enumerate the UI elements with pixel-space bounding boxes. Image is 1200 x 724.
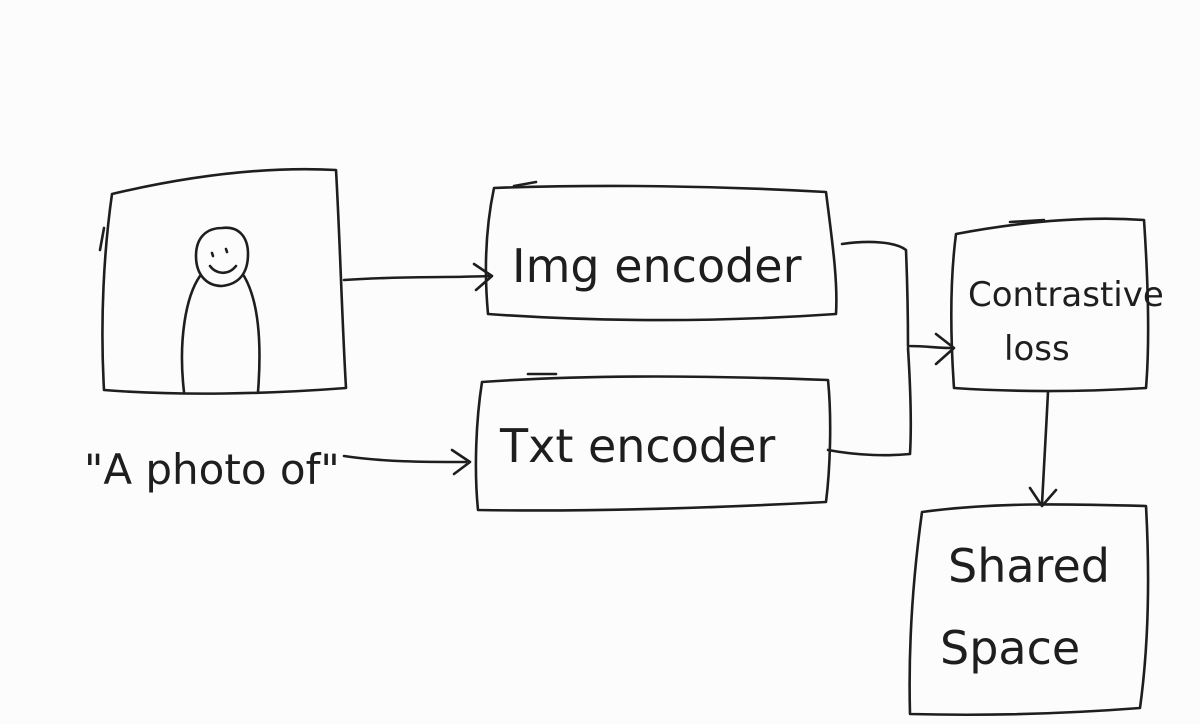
- image-input-box-tick: [98, 226, 106, 252]
- arrowhead-icon: [472, 262, 494, 292]
- shared-space-label-line2: Space: [940, 621, 1080, 675]
- contrastive-loss-box: [949, 217, 1150, 393]
- edge-image-to-img-encoder: [342, 262, 494, 292]
- edge-loss-to-shared-space: [1028, 390, 1058, 508]
- person-icon: [180, 226, 261, 394]
- image-input-node: [98, 167, 348, 395]
- txt-encoder-node: Txt encoder: [474, 372, 832, 512]
- image-input-box: [101, 167, 348, 395]
- img-encoder-label: Img encoder: [512, 239, 802, 293]
- txt-encoder-box: [474, 375, 832, 512]
- shared-space-node: Shared Space: [908, 503, 1150, 717]
- shared-space-box: [908, 503, 1150, 717]
- img-encoder-box: [484, 184, 838, 322]
- arrowhead-icon: [1028, 486, 1058, 508]
- arrowhead-icon: [450, 448, 472, 476]
- contrastive-loss-label-line2: loss: [1004, 329, 1070, 369]
- edge-txt-encoder-to-loss: [826, 346, 913, 457]
- edge-text-to-txt-encoder: [342, 448, 472, 476]
- img-encoder-node: Img encoder: [484, 180, 838, 322]
- txt-encoder-label: Txt encoder: [499, 419, 775, 473]
- edge-img-encoder-to-loss: [840, 240, 956, 366]
- contrastive-loss-label-line1: Contrastive: [968, 275, 1164, 315]
- arrowhead-icon: [934, 332, 956, 366]
- text-input-label: "A photo of": [84, 445, 340, 494]
- shared-space-label-line1: Shared: [948, 539, 1110, 593]
- contrastive-loss-node: Contrastive loss: [949, 217, 1164, 393]
